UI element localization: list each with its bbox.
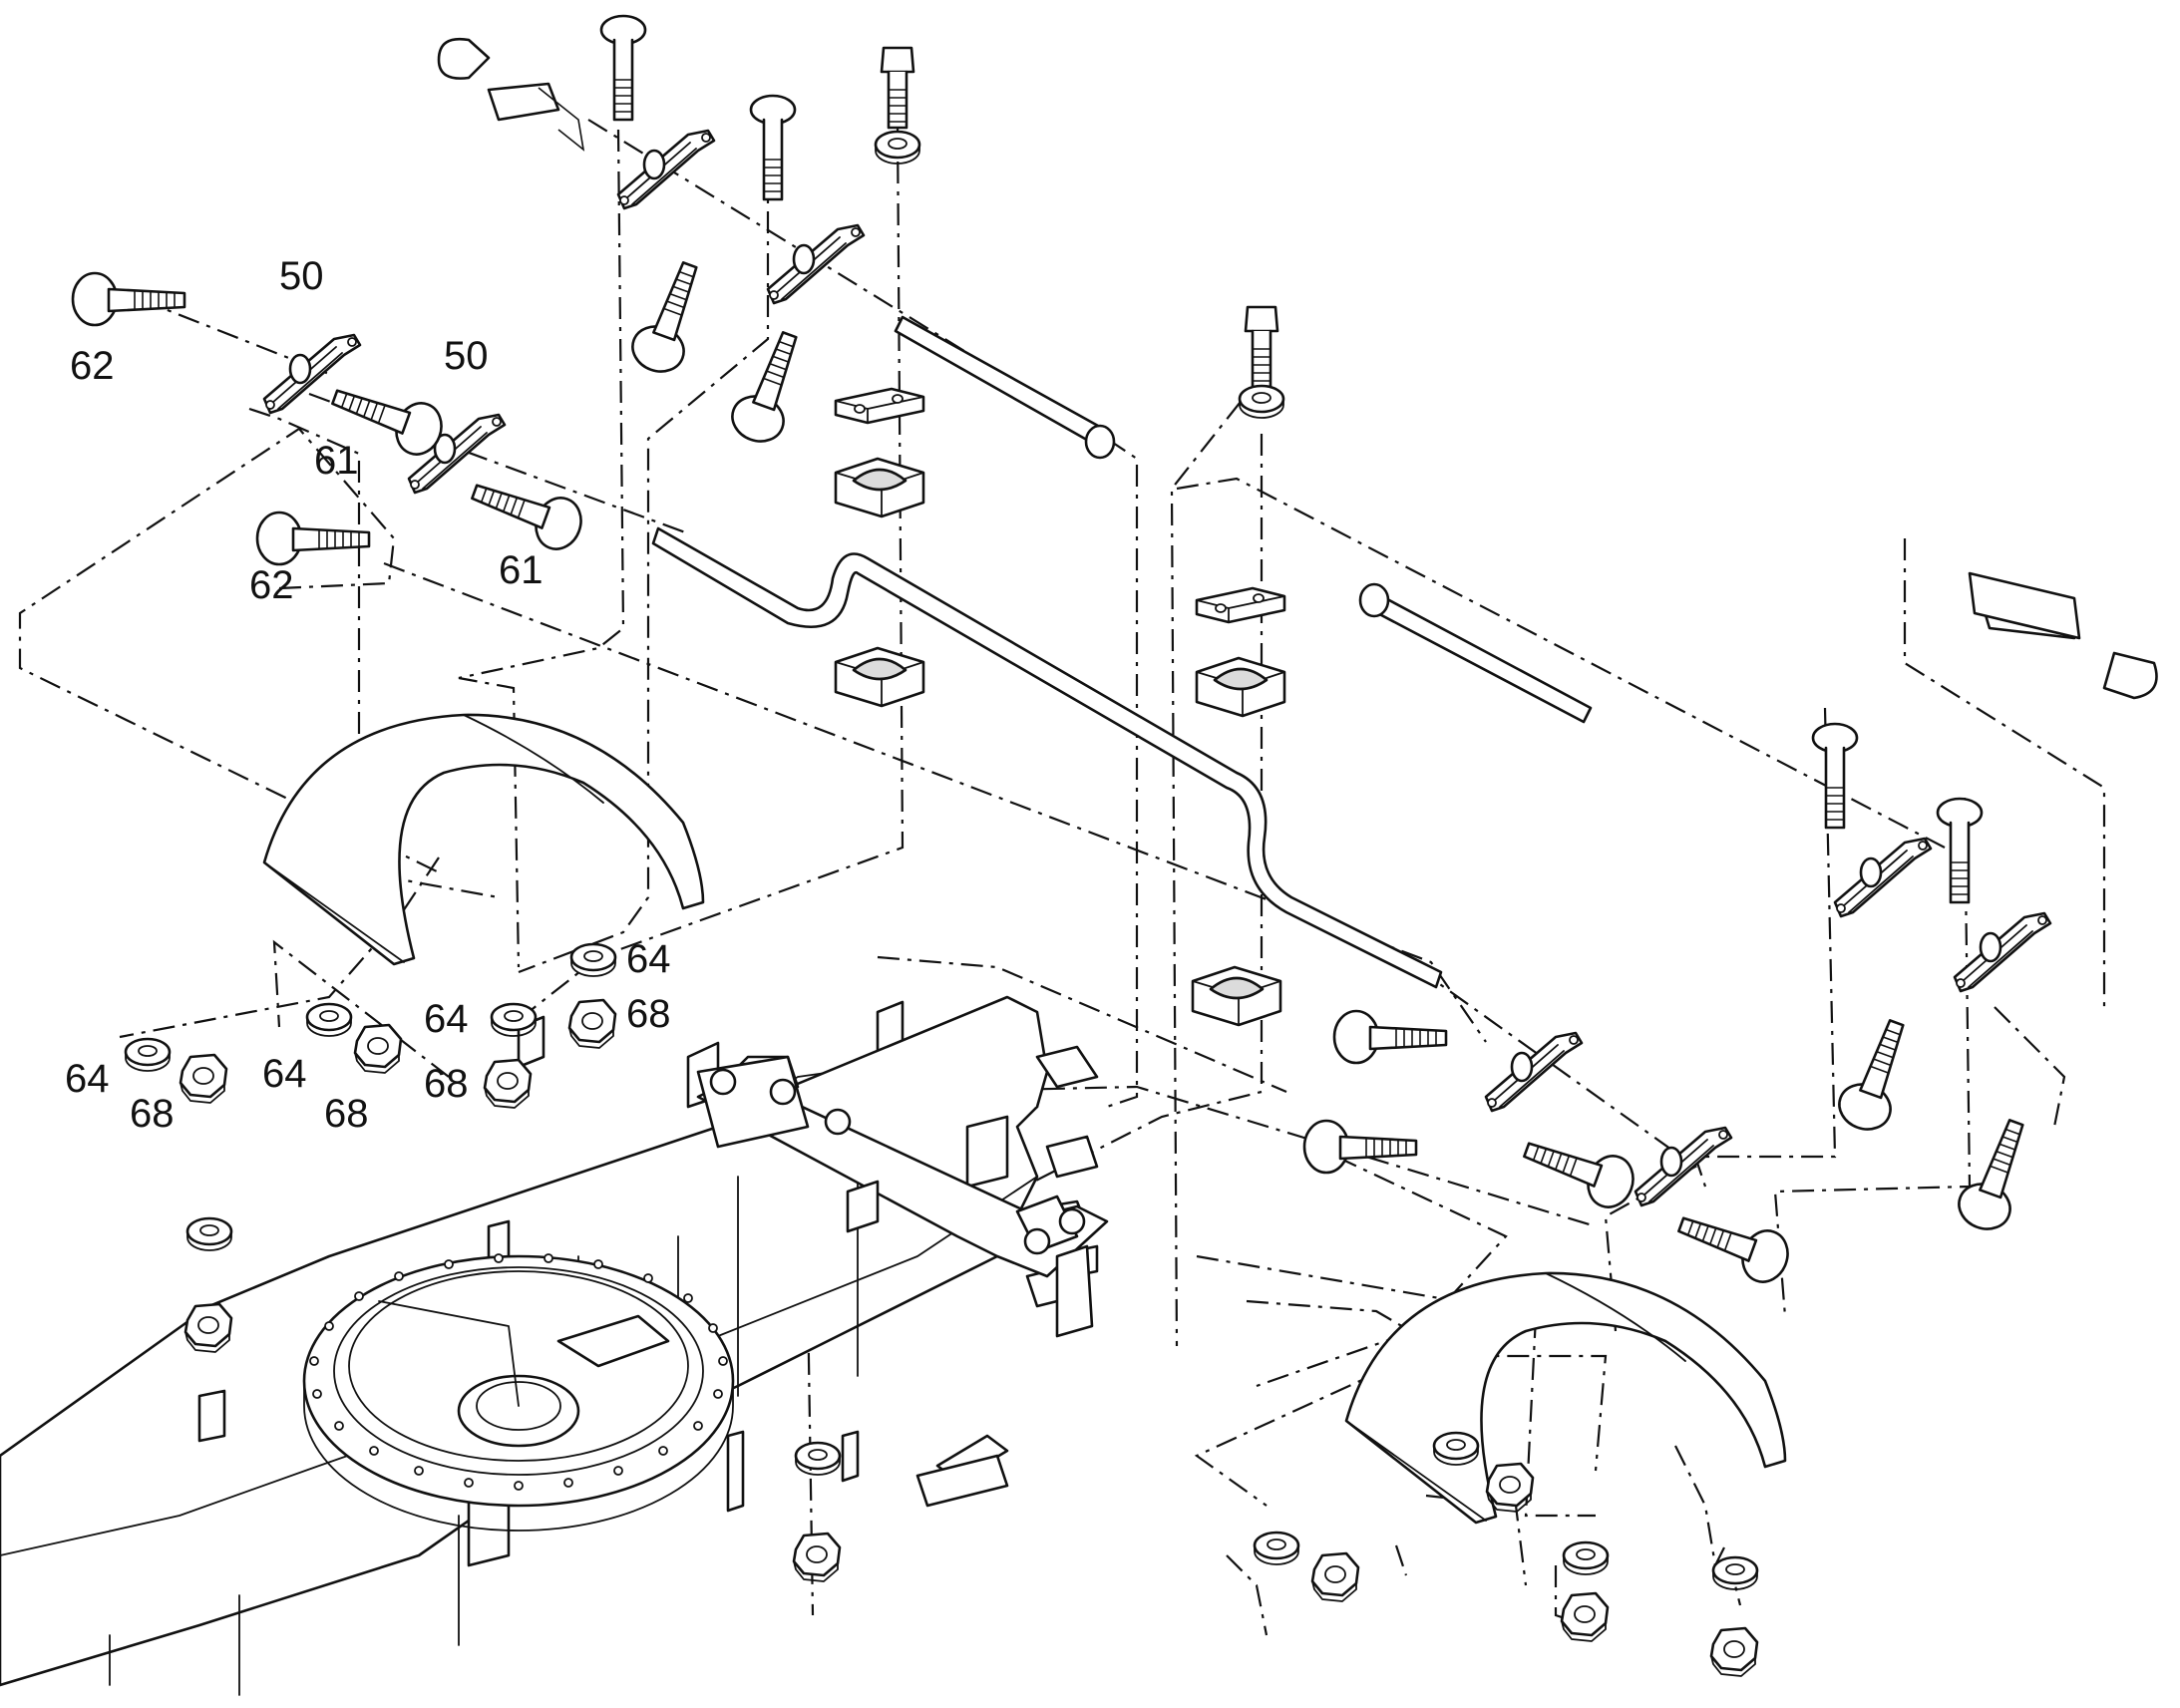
callout-label: 62 [70,344,115,388]
cylinder-pins [894,315,1593,724]
callout-label: 68 [324,1092,369,1136]
pivot-bracket [696,1055,1109,1338]
callout-label: 61 [314,439,359,483]
stabilizer-bar [651,526,1443,989]
callout-label: 64 [262,1052,307,1096]
callout-label: 68 [424,1062,469,1106]
callout-label: 61 [499,548,544,592]
callout-label: 50 [279,254,324,298]
callout-label: 64 [424,997,469,1041]
bearing-blocks [834,387,1286,1027]
center-lines [18,119,2106,1636]
callout-label: 64 [65,1057,110,1101]
callout-label: 62 [249,563,294,607]
callouts: 50 62 50 61 62 61 64 64 68 64 68 64 68 6… [65,254,671,1136]
bolts [71,14,2081,1290]
callout-label: 68 [626,992,671,1036]
callout-label: 50 [444,334,489,378]
slewing-ring [302,1253,735,1532]
callout-label: 68 [130,1092,175,1136]
callout-label: 64 [626,937,671,981]
